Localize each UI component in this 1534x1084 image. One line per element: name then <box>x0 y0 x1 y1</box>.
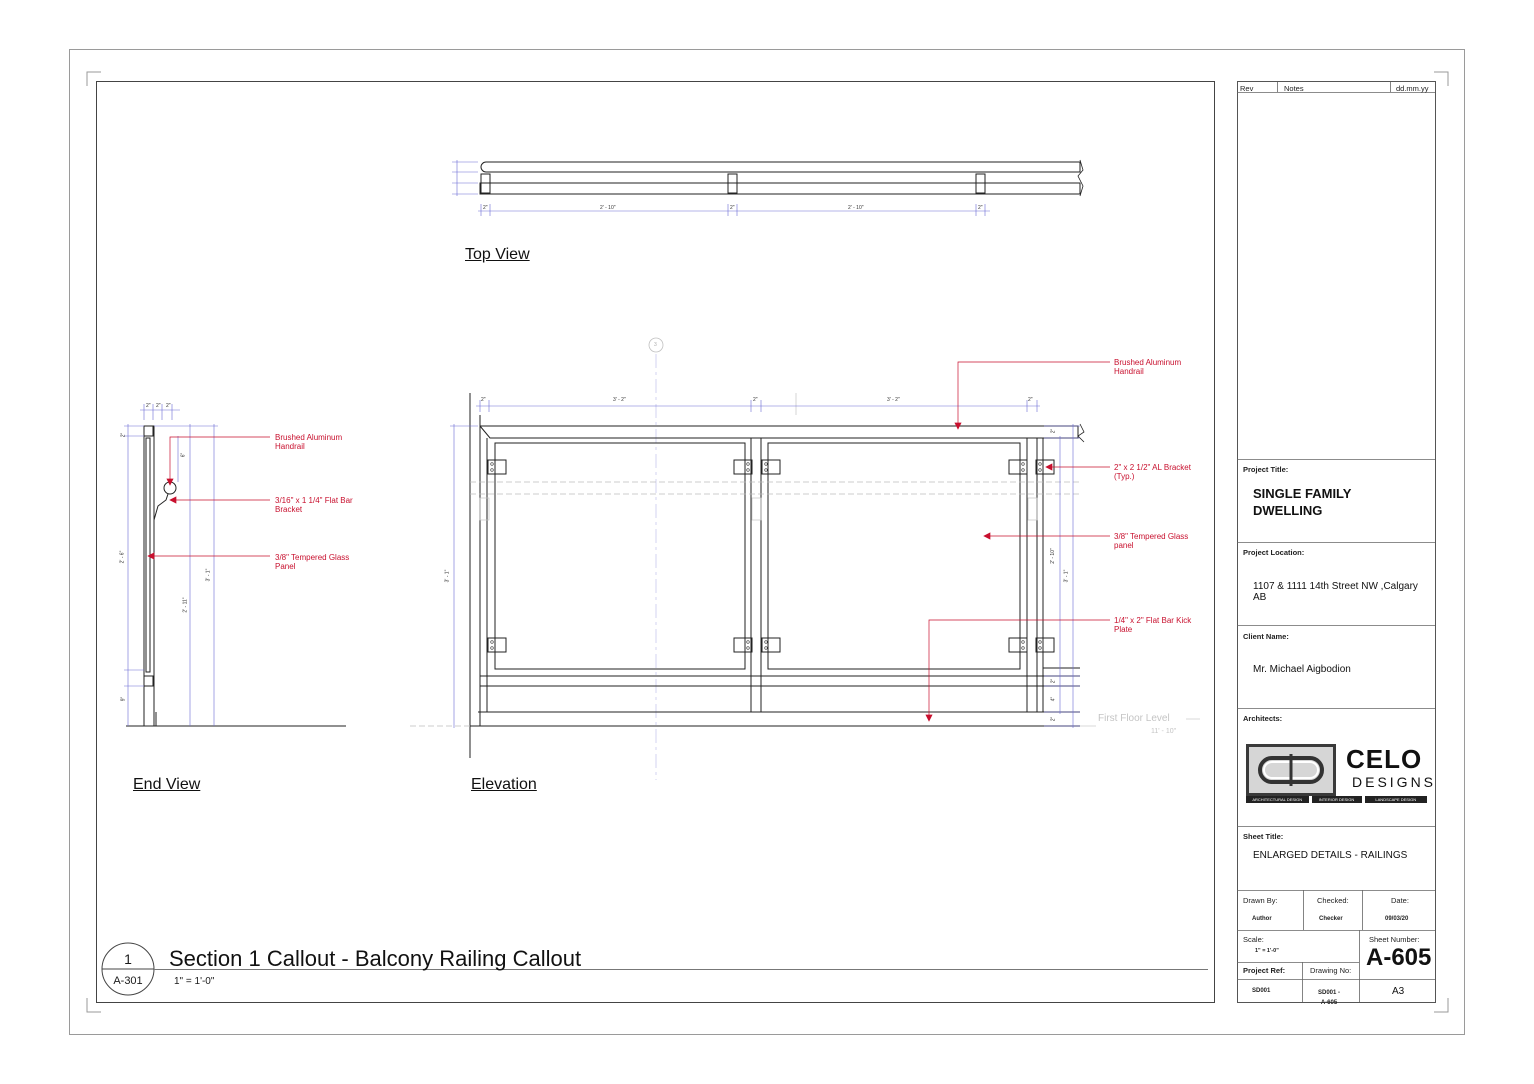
top-dim-label: 2" <box>483 205 488 211</box>
elev-dim-label: 2' - 10" <box>1049 548 1056 564</box>
project-ref: SD001 <box>1252 988 1271 994</box>
elev-note-bracket: 2" x 2 1/2" AL Bracket(Typ.) <box>1114 463 1191 481</box>
checked-label: Checked: <box>1317 896 1349 905</box>
elev-dim-label: 2" <box>481 397 486 403</box>
client-name: Mr. Michael Aigbodion <box>1253 664 1351 675</box>
elev-dim-label: 4" <box>1050 696 1057 702</box>
callout-title: Section 1 Callout - Balcony Railing Call… <box>169 946 582 971</box>
client-name-label: Client Name: <box>1243 632 1289 641</box>
top-dim-label: 2' - 10" <box>848 205 864 211</box>
level-name: First Floor Level <box>1098 713 1170 724</box>
drawing-no-label: Drawing No: <box>1310 966 1352 975</box>
end-dim-label: 2" <box>146 403 151 409</box>
level-elevation: 11' - 10" <box>1151 728 1177 735</box>
project-ref-label: Project Ref: <box>1243 966 1286 975</box>
logo-tag: ARCHITECTURAL DESIGN <box>1246 796 1309 803</box>
end-dim-label: 6" <box>180 452 187 458</box>
checked-by: Checker <box>1319 916 1343 922</box>
drawn-by: Author <box>1252 916 1272 922</box>
elev-dim-label: 2" <box>1028 397 1033 403</box>
elev-dim-label: 2" <box>1050 428 1057 434</box>
top-view-dimensions <box>452 160 990 216</box>
top-view-drawing <box>479 159 1084 197</box>
elevation-faint-posts <box>479 393 1038 521</box>
elevation-title: Elevation <box>471 776 537 793</box>
title-block-lines <box>1237 82 1435 1002</box>
sheet-title: ENLARGED DETAILS - RAILINGS <box>1253 850 1408 861</box>
elev-dim-label: 3' - 2" <box>613 397 626 403</box>
logo-tags: ARCHITECTURAL DESIGN INTERIOR DESIGN LAN… <box>1246 796 1427 803</box>
drawing-frame <box>96 81 1215 1003</box>
logo-emblem <box>1246 744 1336 796</box>
sheet-number: A-605 <box>1366 944 1432 971</box>
top-dim-label: 2" <box>978 205 983 211</box>
elev-dim-label: 3' - 1" <box>1063 569 1070 583</box>
elevation-dimensions <box>450 400 1080 728</box>
elevation-leaders <box>925 361 1110 722</box>
end-view-dimensions <box>124 404 218 726</box>
crop-marks <box>86 71 1449 1013</box>
end-view-title: End View <box>133 776 201 793</box>
rev-header: Rev <box>1240 84 1254 93</box>
issue-date: 09/03/20 <box>1385 916 1409 922</box>
elevation-faint-lines <box>410 481 1080 727</box>
callout-graphics <box>101 942 1208 996</box>
end-dim-label: 2' - 11" <box>182 597 189 613</box>
elevation-grid-line <box>648 337 664 780</box>
logo-main-text: CELO <box>1346 744 1423 774</box>
top-dim-label: 2" <box>730 205 735 211</box>
notes-header: Notes <box>1284 84 1304 93</box>
end-dim-label: 2' - 6" <box>119 550 126 564</box>
elev-dim-label: 3' - 2" <box>887 397 900 403</box>
project-title-label: Project Title: <box>1243 465 1289 474</box>
project-location-label: Project Location: <box>1243 548 1305 557</box>
logo-tag: LANDSCAPE DESIGN <box>1364 796 1427 803</box>
callout-scale: 1" = 1'-0" <box>174 976 215 987</box>
top-dim-label: 2' - 10" <box>600 205 616 211</box>
end-dim-label: 9" <box>120 696 127 702</box>
sheet-outer-border <box>69 49 1465 1035</box>
sheet-number-label: Sheet Number: <box>1369 935 1420 944</box>
elev-dim-label: 2" <box>753 397 758 403</box>
logo-emblem-icon <box>1246 744 1336 796</box>
elev-dim-label: 3' - 1" <box>444 569 451 583</box>
level-marker <box>1080 718 1200 727</box>
elevation-drawing <box>469 393 1085 758</box>
drawing-no: SD001 -A-605 <box>1318 990 1341 1006</box>
elev-dim-label: 2" <box>1050 716 1057 722</box>
callout-number: 1 <box>124 951 132 967</box>
scale-value: 1" = 1'-0" <box>1255 948 1279 954</box>
architects-label: Architects: <box>1243 714 1283 723</box>
elev-dim-label: 2" <box>1050 678 1057 684</box>
date-label: Date: <box>1391 896 1409 905</box>
end-dim-label: 2" <box>166 403 171 409</box>
end-dim-label: 2" <box>156 403 161 409</box>
top-view-title: Top View <box>465 246 530 263</box>
elevation-bolts <box>490 462 1042 650</box>
date-header: dd.mm.yy <box>1396 84 1429 93</box>
end-dim-label: 2" <box>120 432 127 438</box>
logo-tag: INTERIOR DESIGN <box>1311 796 1362 803</box>
sheet-title-label: Sheet Title: <box>1243 832 1284 841</box>
title-block-frame <box>1237 81 1436 1003</box>
end-dim-label: 3' - 1" <box>205 568 212 582</box>
end-view-leaders <box>147 436 270 560</box>
scale-label: Scale: <box>1243 935 1264 944</box>
paper-size: A3 <box>1392 986 1405 997</box>
callout-sheet-ref: A-301 <box>113 975 143 987</box>
drawn-by-label: Drawn By: <box>1243 896 1278 905</box>
grid-bubble-label: 3 <box>654 342 657 348</box>
end-view-drawing <box>126 425 346 727</box>
logo-sub-text: DESIGNS <box>1352 774 1437 790</box>
